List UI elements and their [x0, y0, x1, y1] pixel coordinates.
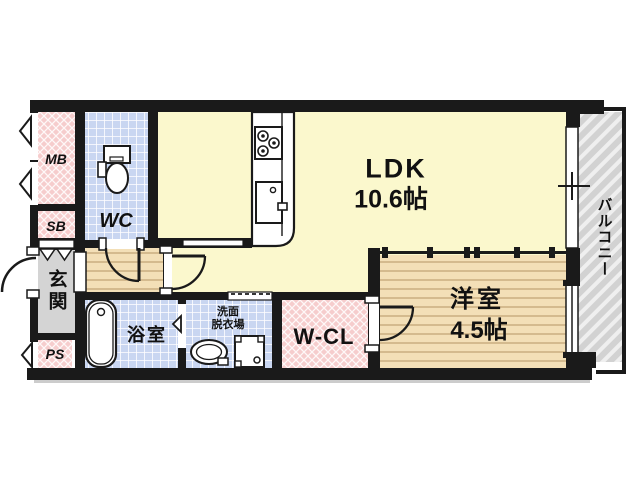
kitchen-counter	[250, 110, 296, 248]
washroom-label-line2: 脱衣場	[211, 319, 245, 331]
washing-machine-icon	[234, 335, 265, 368]
pipe-space-area	[38, 340, 72, 368]
pipe-space-label: PS	[45, 346, 65, 362]
meter-box-area	[38, 112, 75, 204]
sliding-partition	[380, 247, 566, 258]
bath-door-icon	[171, 313, 182, 335]
wc-door-swing	[104, 247, 140, 283]
entrance-label: 玄関	[45, 269, 67, 313]
washroom-label: 洗面 脱衣場	[193, 306, 263, 332]
wash-basin-icon	[190, 339, 229, 366]
ldk-size-label: 10.6帖	[354, 185, 428, 214]
western-room-floor	[380, 255, 566, 368]
kitchen-sink-icon	[255, 181, 288, 224]
ps-louver-icon	[20, 340, 33, 370]
balcony-label: バルコニー	[595, 197, 613, 277]
bathroom-label: 浴室	[127, 325, 167, 345]
walk-in-closet-floor	[282, 300, 368, 368]
western-room-label: 洋室	[450, 286, 504, 313]
ldk-label: LDK	[365, 153, 427, 184]
shoe-box-door-icon	[38, 248, 57, 262]
balcony-area	[576, 107, 626, 374]
washroom-label-line1: 洗面	[217, 305, 239, 318]
openings	[0, 113, 590, 370]
mb-louver-icon	[18, 167, 32, 201]
entrance-step	[73, 251, 87, 293]
hallway-floor	[85, 248, 163, 292]
shoe-box-label: SB	[46, 218, 66, 234]
mb-louver-icon	[18, 114, 32, 148]
toilet-icon	[97, 145, 131, 194]
meter-box-label: MB	[45, 151, 67, 167]
ldk-door-swing	[171, 255, 207, 291]
wc-label: WC	[99, 210, 133, 232]
walk-in-closet-label: W-CL	[293, 324, 355, 349]
western-room-size-label: 4.5帖	[450, 317, 508, 344]
entrance-floor	[38, 248, 75, 335]
bathtub-icon	[84, 298, 118, 369]
western-door-swing	[379, 306, 415, 342]
stove-icon	[254, 126, 283, 160]
entrance-door-swing	[0, 256, 37, 293]
shoe-box-door-icon	[55, 248, 74, 262]
shoe-box-area	[38, 211, 75, 240]
